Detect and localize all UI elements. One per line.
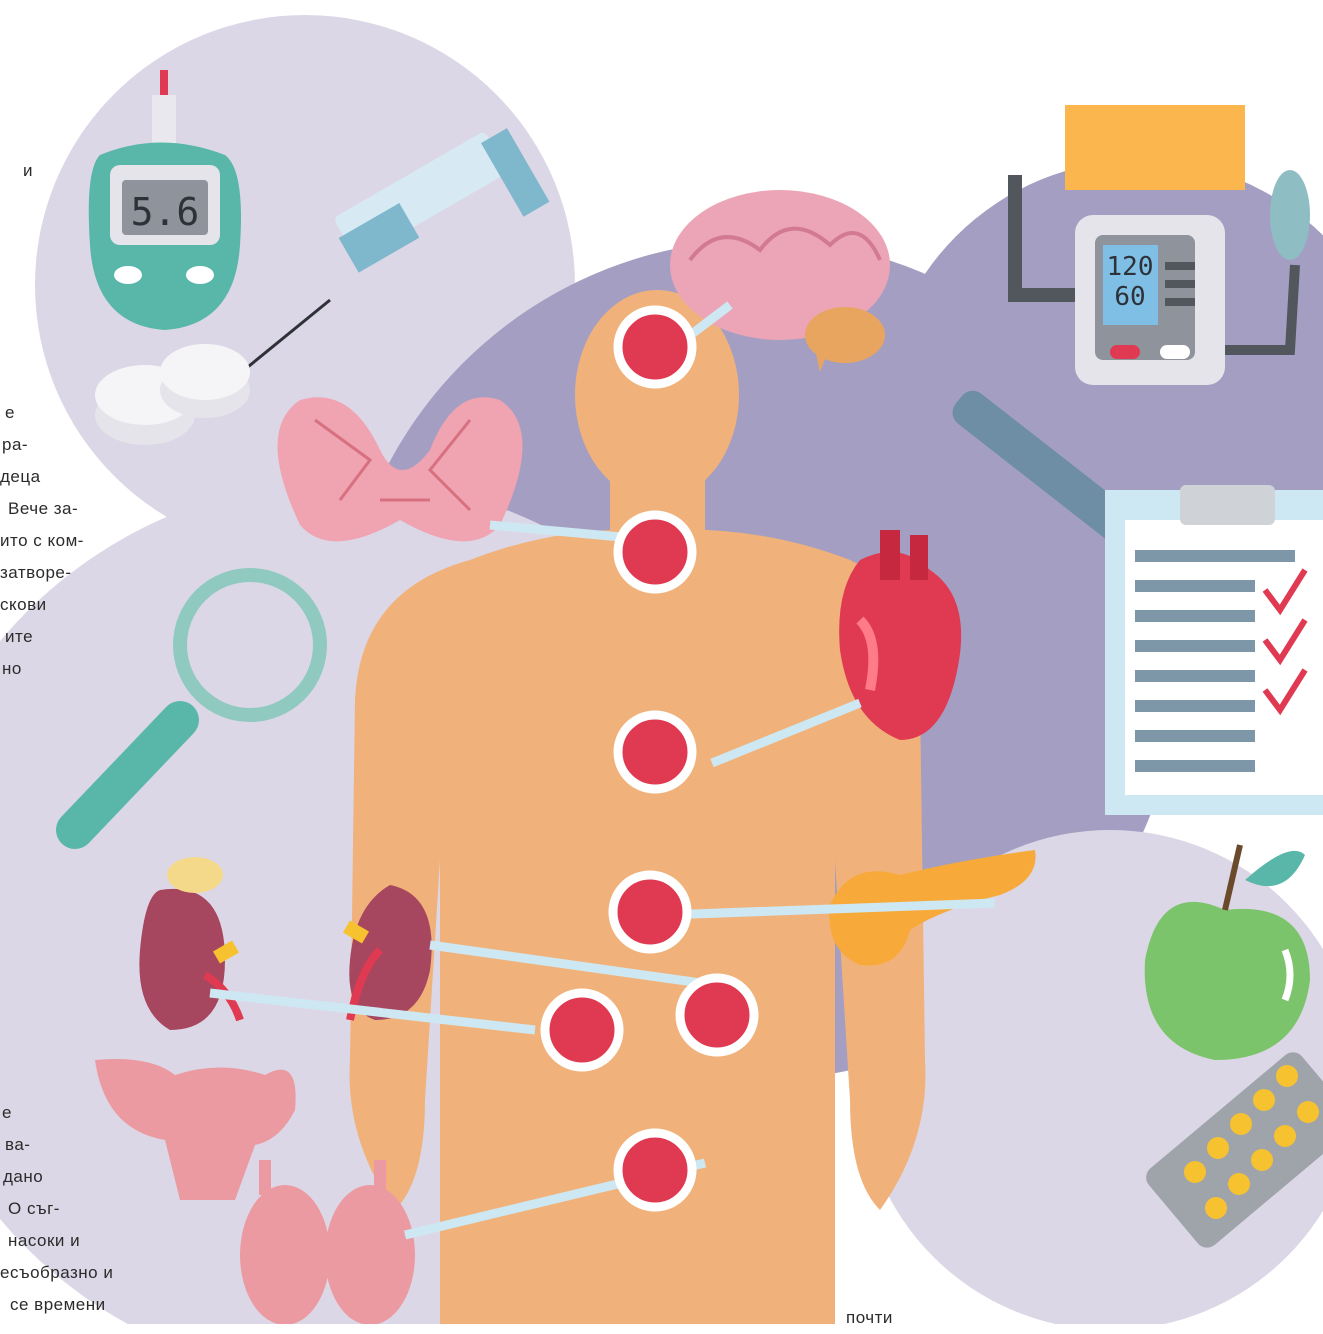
text-line: насоки и [0,1225,113,1257]
text-line: е [0,1097,113,1129]
text-line: есъобразно и [0,1257,113,1289]
text-line: но [0,653,84,685]
clipboard-checklist-icon [1105,485,1323,815]
bp-diastolic: 60 [1114,282,1145,312]
text-line: и [23,155,33,187]
text-line: Вече за- [0,493,84,525]
text-line: ито с ком- [0,525,84,557]
text-line: е [0,397,84,429]
marker-kidney-left [545,993,619,1067]
text-line: ра- [0,429,84,461]
text-line: затворе- [0,557,84,589]
text-line: деца [0,461,84,493]
text-line: скови [0,589,84,621]
marker-reproductive [618,1133,692,1207]
text-fragment-left-bottom: е ва- дано О съг- насоки и есъобразно и … [0,1097,113,1321]
marker-kidney-right [680,978,754,1052]
text-line: ва- [0,1129,113,1161]
text-line: се времени [0,1289,113,1321]
text-line: дано [0,1161,113,1193]
bp-systolic: 120 [1107,252,1154,282]
text-line: почти [846,1302,893,1334]
marker-pancreas [613,875,687,949]
marker-brain [618,310,692,384]
marker-heart [618,715,692,789]
text-fragment-bottom-center: почти [846,1302,893,1334]
text-fragment-left-middle: е ра- деца Вече за- ито с ком- затворе- … [0,397,84,685]
glucometer-reading: 5.6 [131,190,200,234]
text-fragment-left-top: и [23,155,33,187]
marker-thyroid [618,515,692,589]
text-line: О съг- [0,1193,113,1225]
text-line: ите [0,621,84,653]
